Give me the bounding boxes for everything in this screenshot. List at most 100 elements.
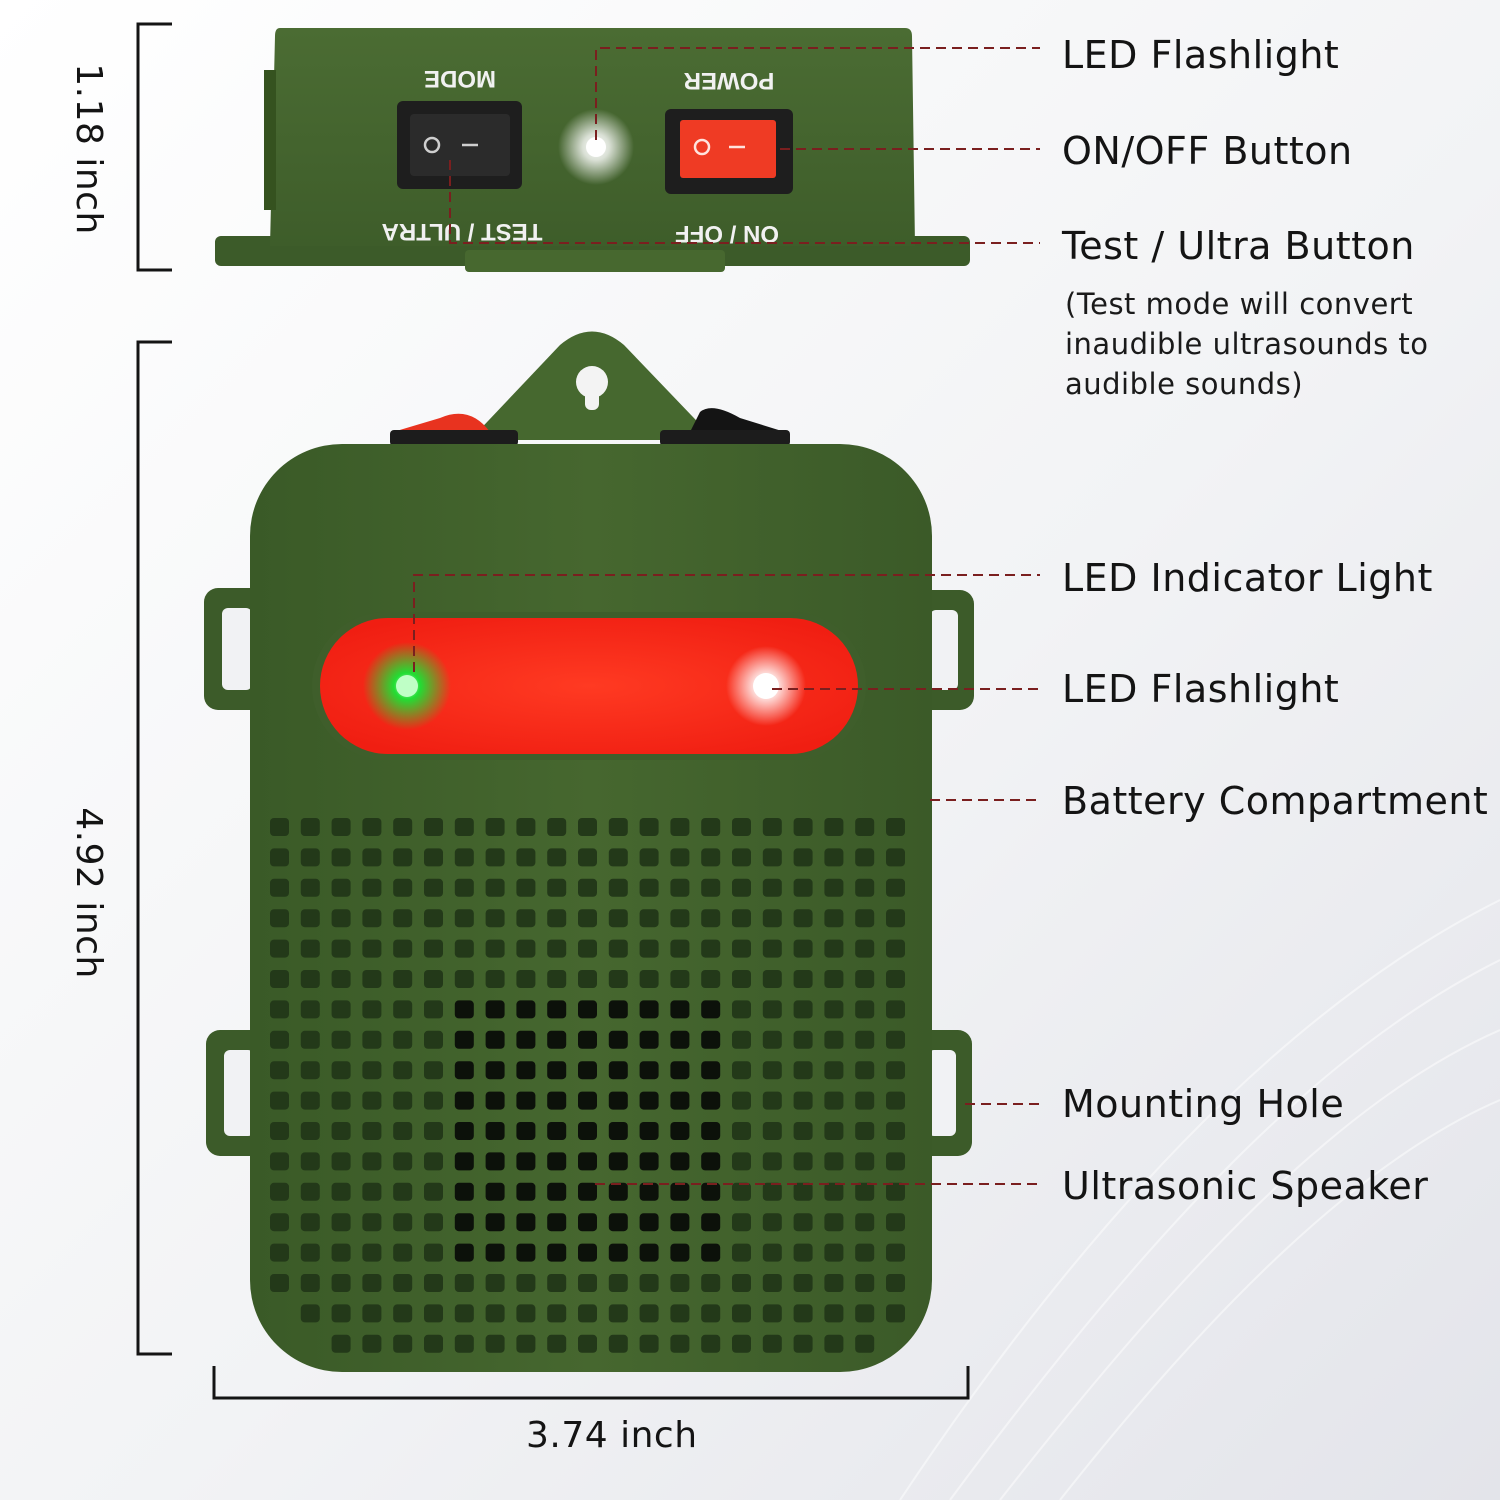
grille-hole: [793, 848, 813, 867]
main-housing: [250, 444, 932, 1372]
grille-hole: [855, 1213, 875, 1232]
grille-hole: [485, 1091, 505, 1110]
grille-hole: [393, 1122, 413, 1140]
grille-hole: [516, 1213, 536, 1232]
grille-hole: [701, 939, 721, 958]
grille-hole: [670, 848, 690, 867]
side-red-switch: [393, 413, 490, 432]
grille-hole: [732, 878, 751, 897]
grille-hole: [824, 1304, 844, 1323]
grille-hole: [547, 1243, 567, 1262]
grille-hole: [270, 1243, 289, 1262]
grille-hole: [762, 939, 782, 958]
grille-hole: [424, 939, 443, 958]
grille-hole: [516, 939, 536, 958]
label-led-flashlight-front: LED Flashlight: [1062, 667, 1340, 711]
grille-hole: [578, 1304, 597, 1323]
grille-hole: [331, 1182, 351, 1201]
grille-hole: [300, 1182, 320, 1201]
grille-hole: [547, 1000, 567, 1019]
grille-hole: [732, 848, 751, 867]
front-led-flashlight: [753, 673, 779, 699]
grille-hole: [578, 1213, 597, 1232]
grille-hole: [855, 1182, 875, 1201]
grille-hole: [270, 1182, 289, 1201]
grille-hole: [424, 818, 443, 836]
grille-hole: [270, 939, 289, 958]
grille-hole: [393, 1091, 413, 1110]
grille-hole: [362, 970, 382, 988]
grille-hole: [793, 1213, 813, 1232]
grille-hole: [793, 1061, 813, 1080]
grille-hole: [424, 1213, 443, 1232]
grille-hole: [393, 878, 413, 897]
grille-hole: [701, 1304, 721, 1323]
grille-hole: [639, 939, 659, 958]
grille-hole: [362, 1030, 382, 1049]
grille-hole: [701, 1182, 721, 1201]
grille-hole: [516, 1334, 536, 1353]
grille-hole: [855, 1274, 875, 1292]
grille-hole: [670, 909, 690, 928]
grille-hole: [300, 1304, 320, 1323]
grille-hole: [793, 1243, 813, 1262]
grille-hole: [516, 1030, 536, 1049]
callout-line-test-ultra: [449, 160, 1040, 244]
grille-hole: [639, 1000, 659, 1019]
grille-hole: [362, 909, 382, 928]
grille-hole: [732, 909, 751, 928]
grille-hole: [270, 909, 289, 928]
grille-hole: [762, 1091, 782, 1110]
grille-hole: [824, 970, 844, 988]
grille-hole: [516, 878, 536, 897]
grille-hole: [270, 970, 289, 988]
grille-hole: [824, 818, 844, 836]
grille-hole: [886, 1061, 905, 1080]
grille-hole: [300, 1274, 320, 1292]
grille-hole: [608, 939, 628, 958]
grille-hole: [331, 848, 351, 867]
top-flange-tab: [465, 250, 725, 272]
grille-hole: [331, 878, 351, 897]
label-led-flashlight-top: LED Flashlight: [1062, 33, 1340, 77]
grille-hole: [639, 1030, 659, 1049]
grille-hole: [855, 818, 875, 836]
grille-hole: [578, 1152, 597, 1171]
grille-hole: [886, 970, 905, 988]
grille-hole: [578, 1000, 597, 1019]
grille-hole: [608, 1182, 628, 1201]
grille-hole: [270, 1152, 289, 1171]
grille-hole: [424, 909, 443, 928]
grille-hole: [732, 1213, 751, 1232]
grille-hole: [424, 1274, 443, 1292]
grille-hole: [762, 909, 782, 928]
grille-hole: [886, 1152, 905, 1171]
grille-hole: [578, 818, 597, 836]
grille-hole: [393, 1030, 413, 1049]
grille-hole: [608, 878, 628, 897]
grille-hole: [424, 1061, 443, 1080]
grille-hole: [793, 878, 813, 897]
grille-hole: [362, 1243, 382, 1262]
grille-hole: [424, 1091, 443, 1110]
grille-hole: [732, 1182, 751, 1201]
grille-hole: [886, 939, 905, 958]
grille-hole: [331, 818, 351, 836]
grille-hole: [886, 1213, 905, 1232]
grille-hole: [578, 1182, 597, 1201]
grille-hole: [701, 848, 721, 867]
grille-hole: [670, 1091, 690, 1110]
grille-hole: [300, 848, 320, 867]
bracket-height-main: [136, 340, 172, 1356]
top-view-device: MODE POWER TEST / ULTRA ON / OFF: [215, 28, 970, 272]
grille-hole: [516, 1304, 536, 1323]
grille-hole: [762, 1152, 782, 1171]
grille-hole: [824, 939, 844, 958]
test-mode-note-line-2: inaudible ultrasounds to: [1065, 327, 1429, 361]
grille-hole: [608, 1213, 628, 1232]
grille-hole: [608, 1304, 628, 1323]
grille-hole: [732, 1061, 751, 1080]
dimension-height-top: 1.18 inch: [68, 63, 109, 235]
grille-hole: [639, 909, 659, 928]
grille-hole: [762, 1243, 782, 1262]
